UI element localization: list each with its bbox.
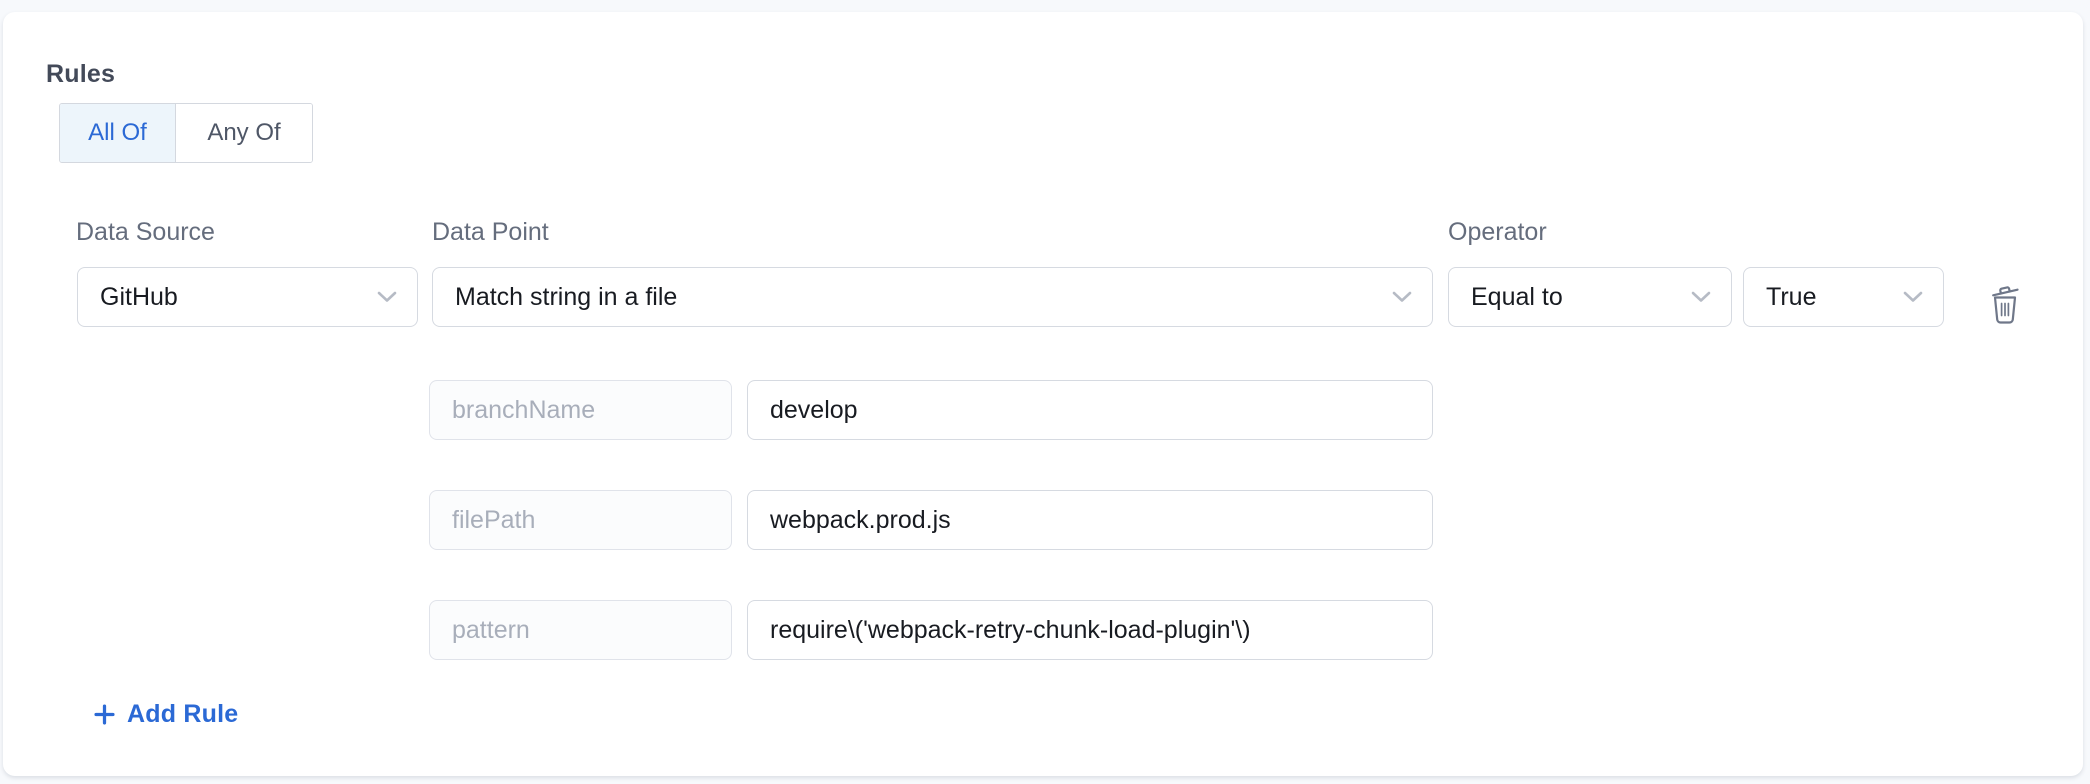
data-point-label: Data Point bbox=[432, 218, 549, 246]
param-key-branchname: branchName bbox=[429, 380, 732, 440]
delete-rule-button[interactable] bbox=[1985, 280, 2025, 328]
expected-value: True bbox=[1766, 282, 1817, 311]
add-rule-button[interactable]: Add Rule bbox=[93, 698, 238, 730]
chevron-down-icon bbox=[1691, 291, 1711, 303]
rules-card: Rules All Of Any Of Data Source Data Poi… bbox=[3, 12, 2083, 776]
match-mode-all-of-button[interactable]: All Of bbox=[60, 104, 176, 162]
chevron-down-icon bbox=[1903, 291, 1923, 303]
param-key-filepath: filePath bbox=[429, 490, 732, 550]
match-mode-segmented-control: All Of Any Of bbox=[59, 103, 313, 163]
plus-icon bbox=[93, 703, 116, 726]
expected-value-select[interactable]: True bbox=[1743, 267, 1944, 327]
operator-value: Equal to bbox=[1471, 282, 1563, 311]
match-mode-any-of-button[interactable]: Any Of bbox=[176, 104, 312, 162]
data-source-select[interactable]: GitHub bbox=[77, 267, 418, 327]
chevron-down-icon bbox=[377, 291, 397, 303]
rules-section-title: Rules bbox=[46, 60, 116, 88]
data-point-value: Match string in a file bbox=[455, 282, 678, 311]
data-point-select[interactable]: Match string in a file bbox=[432, 267, 1433, 327]
data-source-label: Data Source bbox=[76, 218, 215, 246]
match-mode-all-of-label: All Of bbox=[88, 119, 147, 146]
operator-select[interactable]: Equal to bbox=[1448, 267, 1732, 327]
trash-icon bbox=[1987, 281, 2023, 328]
param-value-pattern-input[interactable]: require\('webpack-retry-chunk-load-plugi… bbox=[747, 600, 1433, 660]
data-source-value: GitHub bbox=[100, 282, 178, 311]
match-mode-any-of-label: Any Of bbox=[207, 119, 281, 146]
param-value-filepath-input[interactable]: webpack.prod.js bbox=[747, 490, 1433, 550]
param-value-branchname-input[interactable]: develop bbox=[747, 380, 1433, 440]
add-rule-label: Add Rule bbox=[127, 699, 239, 728]
operator-label: Operator bbox=[1448, 218, 1547, 246]
chevron-down-icon bbox=[1392, 291, 1412, 303]
param-key-pattern: pattern bbox=[429, 600, 732, 660]
